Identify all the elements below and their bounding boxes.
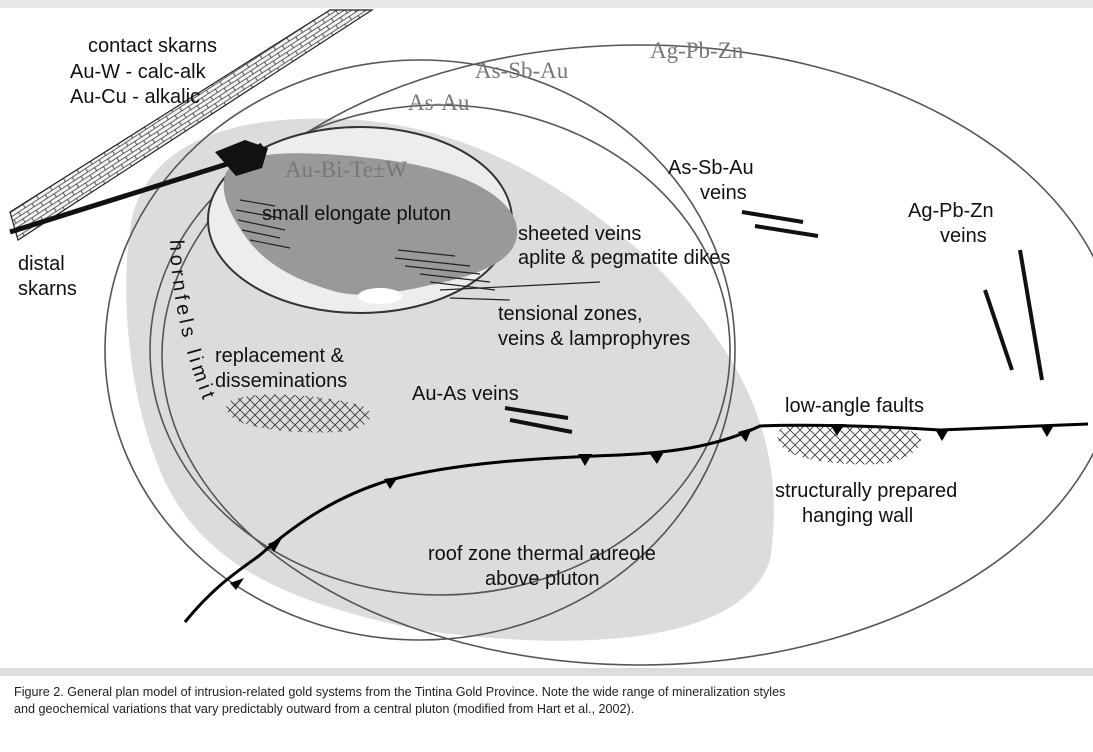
hanging-wall-hatch [777,424,920,464]
distal-skarns-line2: skarns [18,278,77,300]
ag-pb-zn-veins-line2: veins [940,225,987,247]
zone-label-as-sb-au: As-Sb-Au [475,58,569,83]
bottom-scan-strip [0,668,1093,676]
replacement-line2: disseminations [215,370,347,392]
figure-caption: Figure 2. General plan model of intrusio… [14,684,1084,718]
au-as-veins-label: Au-As veins [412,383,519,405]
roof-zone-line2: above pluton [485,568,600,590]
caption-line-2: and geochemical variations that vary pre… [14,701,1084,718]
replacement-line1: replacement & [215,345,345,367]
contact-skarns-line1: contact skarns [88,35,217,57]
tensional-line1: tensional zones, [498,303,643,325]
tensional-line2: veins & lamprophyres [498,328,690,350]
zone-label-ag-pb-zn: Ag-Pb-Zn [650,38,744,63]
roof-zone-line1: roof zone thermal aureole [428,543,656,565]
contact-skarns-line3: Au-Cu - alkalic [70,86,200,108]
hanging-wall-line2: hanging wall [802,505,913,527]
hanging-wall-line1: structurally prepared [775,480,957,502]
as-sb-au-veins-line2: veins [700,182,747,204]
distal-skarns-line1: distal [18,253,65,275]
sheeted-veins-line2: aplite & pegmatite dikes [518,247,730,269]
zone-label-au-bi-te-w: Au-Bi-Te±W [285,157,407,182]
as-sb-au-vein-marks [742,212,818,236]
gold-system-diagram: Ag-Pb-Zn As-Sb-Au As-Au Au-Bi-Te±W conta… [0,0,1093,670]
as-sb-au-veins-line1: As-Sb-Au [668,157,754,179]
zone-label-as-au: As-Au [408,90,470,115]
sheeted-veins-line1: sheeted veins [518,223,641,245]
low-angle-faults-label: low-angle faults [785,395,924,417]
pluton-label: small elongate pluton [262,203,451,225]
ag-pb-zn-vein-marks [985,250,1042,380]
caption-line-1: Figure 2. General plan model of intrusio… [14,684,1084,701]
contact-skarns-line2: Au-W - calc-alk [70,61,207,83]
ag-pb-zn-veins-line1: Ag-Pb-Zn [908,200,994,222]
